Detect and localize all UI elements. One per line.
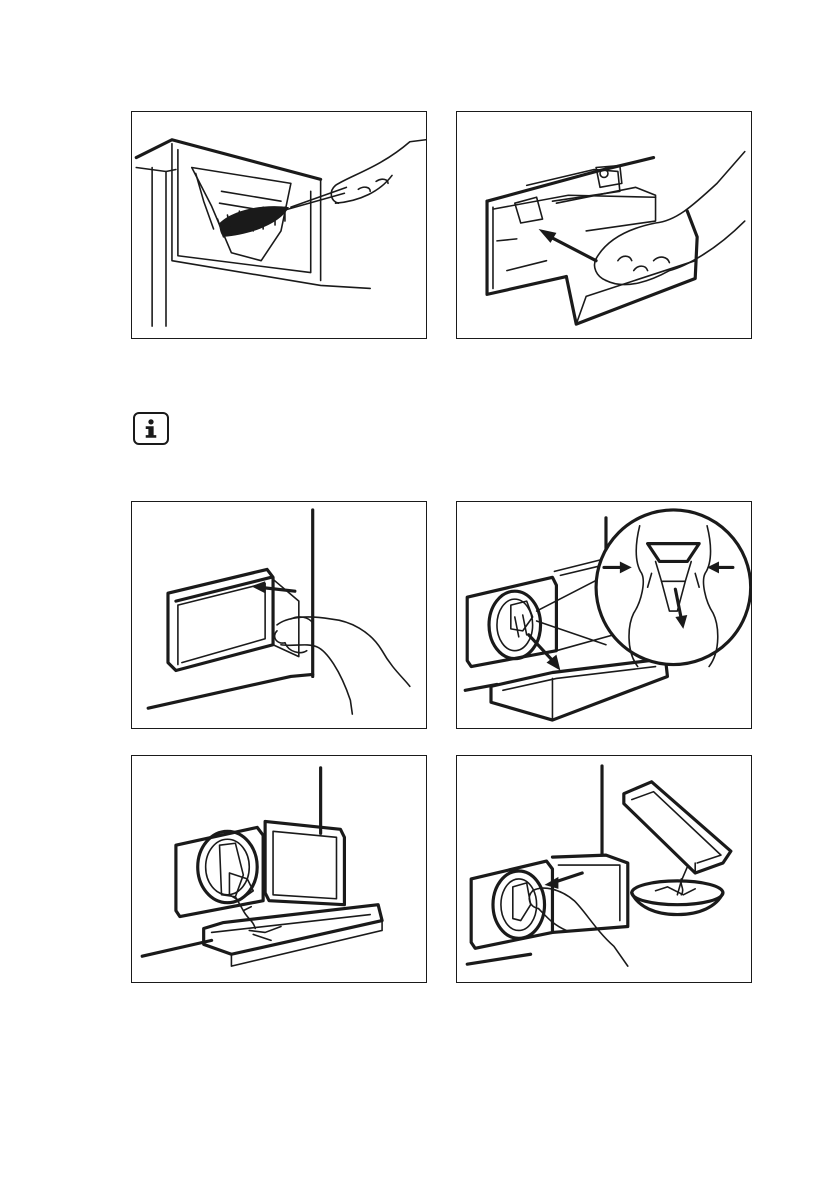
illustration-open-filter-door: [131, 501, 427, 729]
info-glyph: i: [135, 414, 167, 443]
push-arrow: [539, 229, 596, 261]
illustration-empty-container-and-close-filter: [456, 755, 752, 983]
close-arrow: [545, 873, 583, 889]
illustration-pull-out-emergency-hose: [456, 501, 752, 729]
tray-emptied-into-bowl-icon: [457, 756, 751, 982]
emergency-hose-detail-icon: [457, 502, 751, 728]
illustration-drain-water-into-container: [131, 755, 427, 983]
info-notice-icon: i: [133, 412, 169, 445]
illustration-clean-dispenser-recess: [131, 111, 427, 339]
hand-pushing-drawer-icon: [457, 112, 751, 338]
water-draining-into-tray-icon: [132, 756, 426, 982]
brush-bristles: [218, 206, 289, 237]
hand-opening-hatch-icon: [132, 502, 426, 728]
illustration-insert-dispenser-drawer: [456, 111, 752, 339]
brush-in-dispenser-recess-icon: [132, 112, 426, 338]
